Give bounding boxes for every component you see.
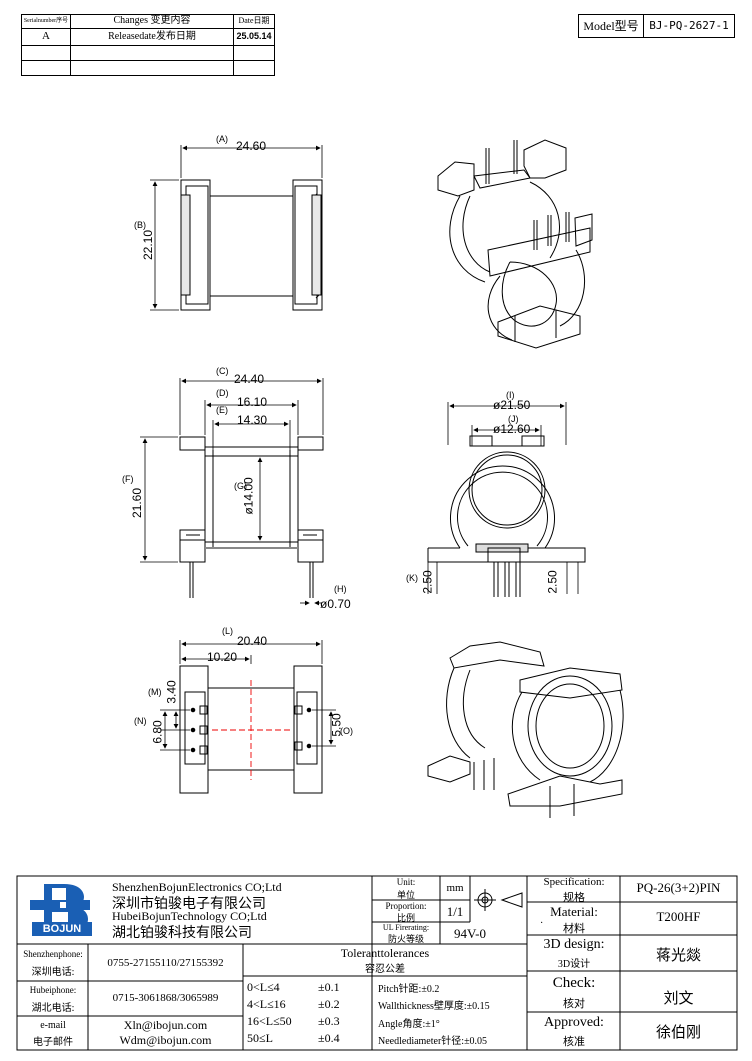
dim-o-label: (O) (340, 726, 353, 736)
proportion-label-cn: 比例 (396, 913, 415, 923)
dim-i-value: ø21.50 (493, 398, 531, 412)
dim-j-value: ø12.60 (493, 422, 531, 436)
tolerance-note: Wallthickness壁厚度:±0.15 (378, 1001, 490, 1012)
company-name-en-1: ShenzhenBojunElectronics CO;Ltd (112, 880, 282, 894)
dim-k-value-right: 2.50 (545, 570, 560, 594)
dim-d-label: (D) (216, 388, 229, 398)
dim-g-value: ø14.00 (241, 477, 256, 515)
unit-value: mm (446, 882, 464, 894)
material-label-cn: 材料 (563, 923, 585, 935)
dim-e-label: (E) (216, 405, 228, 415)
dim-e-value: 14.30 (237, 413, 268, 427)
check-value: 刘文 (663, 991, 694, 1007)
design-value: 蒋光燚 (655, 948, 701, 964)
tolerance-title-cn: 容忍公差 (365, 964, 405, 975)
logo-text: BOJUN (32, 922, 92, 936)
unit-label-cn: 单位 (396, 890, 415, 900)
dim-a-value: 24.60 (236, 139, 267, 153)
tolerance-range: 16<L≤50 (247, 1014, 292, 1028)
material-label: Material: (550, 904, 598, 919)
tolerance-note: Pitch针距:±0.2 (378, 984, 440, 995)
contact-value-email-1[interactable]: Xln@ibojun.com (123, 1018, 208, 1032)
specification-label-cn: 规格 (563, 892, 585, 904)
approved-label-cn: 核准 (563, 1036, 585, 1048)
dim-n-label: (N) (134, 716, 147, 726)
isometric-view-top (437, 139, 593, 349)
material-value: T200HF (656, 909, 701, 924)
front-view (140, 378, 324, 606)
contact-label-hubei-cn: 湖北电话: (31, 1003, 75, 1014)
top-view (150, 145, 323, 311)
tolerance-note: Needlediameter针径:±0.05 (378, 1036, 488, 1047)
dim-l-half-value: 10.20 (207, 650, 238, 664)
check-label-cn: 核对 (563, 998, 585, 1010)
company-name-cn-1: 深圳市铂骏电子有限公司 (112, 897, 266, 912)
dim-i-label: (I) (506, 390, 515, 400)
approved-value: 徐伯刚 (655, 1025, 701, 1041)
design-label-cn: 3D设计 (557, 959, 591, 970)
title-block-frame (16, 875, 738, 1051)
tolerance-title: Toleranttolerances (340, 946, 430, 960)
dim-m-label: (M) (148, 687, 162, 697)
dim-k-value: 2.50 (420, 570, 435, 594)
dim-h-value: ø0.70 (320, 597, 351, 611)
dim-n-value: 6.80 (150, 720, 165, 744)
dim-h-label: (H) (334, 584, 347, 594)
company-logo (30, 884, 90, 930)
dim-m-value: 3.40 (164, 680, 179, 704)
company-name-cn-2: 湖北铂骏科技有限公司 (112, 926, 252, 941)
dim-b-value: 22.10 (141, 229, 156, 261)
dim-l-value: 20.40 (237, 634, 268, 648)
tolerance-range: 0<L≤4 (247, 980, 280, 994)
tolerance-note: Angle角度:±1° (378, 1019, 440, 1030)
side-view (427, 402, 586, 597)
dim-o-value: 5.50 (329, 713, 344, 737)
dim-f-label: (F) (122, 474, 134, 484)
specification-value: PQ-26(3+2)PIN (636, 880, 721, 895)
contact-label-shenzhen: Shenzhenphone: (23, 949, 83, 959)
tolerance-value: ±0.4 (318, 1031, 340, 1045)
proportion-value: 1/1 (446, 904, 464, 919)
design-label: 3D design: (543, 937, 605, 952)
contact-label-hubei: Hubeiphone: (29, 985, 77, 995)
tolerance-range: 4<L≤16 (247, 997, 286, 1011)
ul-value: 94V-0 (453, 926, 487, 941)
dim-d-value: 16.10 (237, 395, 268, 409)
dim-f-value: 21.60 (130, 487, 145, 519)
approved-label: Approved: (544, 1015, 604, 1030)
tolerance-value: ±0.1 (318, 980, 340, 994)
ul-label: UL Firerating: (382, 923, 430, 932)
ul-label-cn: 防火等级 (387, 934, 424, 944)
contact-label-email-cn: 电子邮件 (33, 1037, 73, 1048)
contact-value-hubei: 0715-3061868/3065989 (112, 992, 219, 1004)
material-dot: · (540, 918, 544, 929)
tolerance-value: ±0.2 (318, 997, 340, 1011)
dim-b-label: (B) (134, 220, 146, 230)
company-name-en-2: HubeiBojunTechnology CO;Ltd (112, 909, 267, 923)
contact-value-shenzhen: 0755-27155110/27155392 (107, 957, 224, 969)
tolerance-range: 50≤L (247, 1031, 273, 1045)
dim-a-label: (A) (216, 134, 228, 144)
unit-label: Unit: (396, 877, 416, 887)
tolerance-value: ±0.3 (318, 1014, 340, 1028)
dim-c-label: (C) (216, 366, 229, 376)
dim-k-label: (K) (406, 573, 418, 583)
specification-label: Specification: (543, 876, 605, 888)
contact-value-email-2[interactable]: Wdm@ibojun.com (119, 1033, 212, 1047)
rev-row-empty (233, 60, 275, 76)
dim-l-label: (L) (222, 626, 233, 636)
projection-symbol (474, 889, 523, 911)
bottom-view (160, 640, 336, 794)
dim-g-label: (G) (234, 481, 247, 491)
dim-c-value: 24.40 (234, 372, 265, 386)
isometric-view-bottom (427, 641, 624, 818)
proportion-label: Proportion: (385, 901, 427, 911)
check-label: Check: (552, 975, 596, 991)
model-value: BJ-PQ-2627-1 (643, 14, 735, 38)
contact-label-shenzhen-cn: 深圳电话: (31, 967, 75, 978)
contact-label-email: e-mail (40, 1020, 66, 1031)
dim-j-label: (J) (508, 414, 519, 424)
